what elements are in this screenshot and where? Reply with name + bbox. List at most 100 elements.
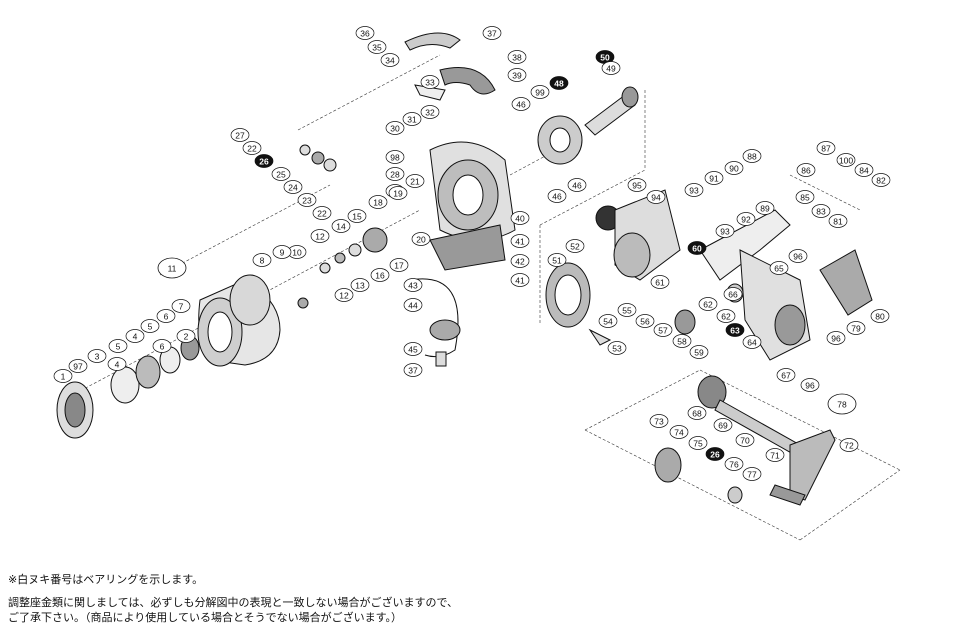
part-callout: 81 (828, 214, 848, 228)
callout-circle (368, 195, 388, 209)
callout-number: 33 (425, 78, 435, 88)
part-callout: 48 (549, 76, 569, 90)
callout-circle (510, 273, 530, 287)
callout-number: 32 (425, 108, 435, 118)
callout-number: 74 (674, 428, 684, 438)
callout-circle (765, 448, 785, 462)
callout-circle (171, 299, 191, 313)
part-callout: 100 (836, 153, 856, 167)
callout-circle (565, 239, 585, 253)
callout-number: 15 (352, 212, 362, 222)
callout-number: 75 (693, 439, 703, 449)
part-callout: 35 (367, 40, 387, 54)
part-callout: 17 (389, 258, 409, 272)
part-callout: 69 (713, 418, 733, 432)
callout-number: 93 (689, 186, 699, 196)
callout-circle (68, 359, 88, 373)
callout-circle (107, 357, 127, 371)
part-callout: 9 (272, 245, 292, 259)
callout-circle (742, 467, 762, 481)
part-callout: 3 (87, 349, 107, 363)
part-callout: 87 (816, 141, 836, 155)
callout-number: 99 (535, 88, 545, 98)
callout-number: 6 (164, 312, 169, 322)
callout-circle (788, 249, 808, 263)
callout-number: 69 (718, 421, 728, 431)
callout-number: 2 (184, 332, 189, 342)
callout-circle (742, 335, 762, 349)
callout-circle (403, 363, 423, 377)
part-callout: 62 (698, 297, 718, 311)
callout-number: 22 (247, 144, 257, 154)
part-callout: 24 (283, 180, 303, 194)
part-callout: 93 (715, 224, 735, 238)
callout-circle (672, 334, 692, 348)
part-callout: 76 (724, 457, 744, 471)
callout-number: 57 (658, 326, 668, 336)
part-callout: 88 (742, 149, 762, 163)
callout-number: 63 (730, 326, 740, 336)
callout-circle (617, 303, 637, 317)
callout-circle (152, 339, 172, 353)
callout-number: 62 (703, 300, 713, 310)
part-callout: 21 (405, 174, 425, 188)
callout-number: 83 (816, 207, 826, 217)
part-callout: 93 (684, 183, 704, 197)
part-callout: 41 (510, 234, 530, 248)
callout-number: 14 (336, 222, 346, 232)
part-callout: 96 (800, 378, 820, 392)
part-callout: 63 (725, 323, 745, 337)
callout-circle (796, 163, 816, 177)
part-callout: 67 (776, 368, 796, 382)
callout-circle (649, 414, 669, 428)
callout-number: 52 (570, 242, 580, 252)
callout-circle (547, 189, 567, 203)
callout-number: 19 (393, 189, 403, 199)
callout-number: 21 (410, 177, 420, 187)
callout-circle (87, 349, 107, 363)
part-callout: 65 (769, 261, 789, 275)
callout-circle (272, 245, 292, 259)
shim-disclaimer-line-2: ご了承下さい。（商品により使用している場合とそうでない場合がございます。） (8, 611, 403, 624)
callout-circle (598, 314, 618, 328)
callout-number: 24 (288, 183, 298, 193)
callout-number: 43 (408, 281, 418, 291)
callout-circle (510, 234, 530, 248)
part-callout: 66 (723, 287, 743, 301)
callout-circle (140, 319, 160, 333)
callout-number: 54 (603, 317, 613, 327)
callout-circle (713, 418, 733, 432)
callout-number: 4 (133, 332, 138, 342)
callout-number: 55 (622, 306, 632, 316)
callout-circle (715, 224, 735, 238)
callout-number: 53 (612, 344, 622, 354)
callout-number: 60 (692, 244, 702, 254)
callout-circle (769, 261, 789, 275)
callout-circle (157, 257, 187, 279)
callout-number: 22 (317, 209, 327, 219)
callout-circle (653, 323, 673, 337)
part-callout: 22 (242, 141, 262, 155)
callout-number: 64 (747, 338, 757, 348)
callout-circle (723, 287, 743, 301)
part-callout: 5 (108, 339, 128, 353)
callout-number: 100 (839, 156, 853, 166)
callout-circle (684, 183, 704, 197)
callout-number: 85 (800, 193, 810, 203)
callout-circle (724, 457, 744, 471)
part-callout: 94 (646, 190, 666, 204)
callout-number: 88 (747, 152, 757, 162)
part-callout: 78 (827, 393, 857, 415)
callout-number: 26 (259, 157, 269, 167)
callout-number: 59 (694, 348, 704, 358)
callout-circle (370, 268, 390, 282)
callout-circle (635, 314, 655, 328)
spool-assembly (56, 274, 309, 439)
callout-circle (698, 297, 718, 311)
part-callout: 91 (704, 171, 724, 185)
callout-number: 97 (73, 362, 83, 372)
part-callout: 56 (635, 314, 655, 328)
callout-number: 80 (875, 312, 885, 322)
callout-number: 78 (837, 400, 847, 410)
part-callout: 22 (312, 206, 332, 220)
